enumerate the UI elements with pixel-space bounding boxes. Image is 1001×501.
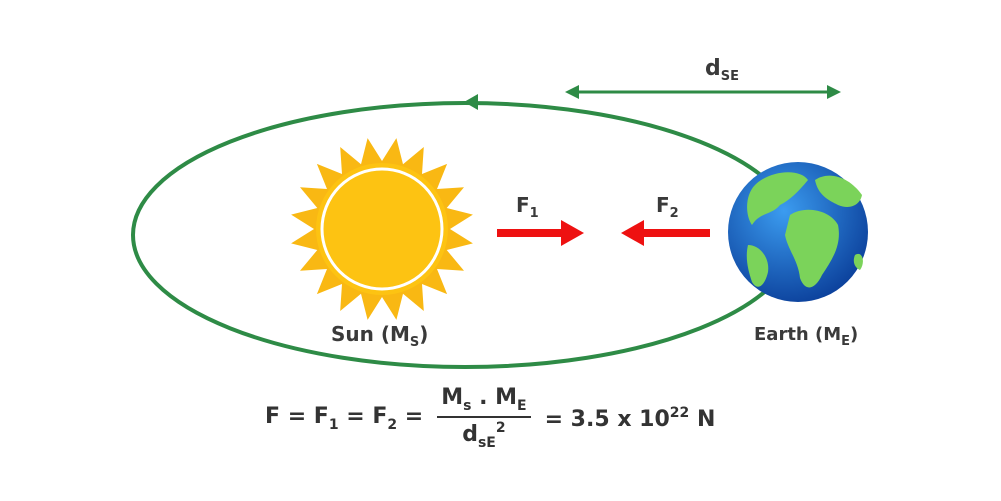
distance-arrow bbox=[565, 85, 841, 99]
formula-f: F = F bbox=[265, 403, 329, 429]
formula-eq: = bbox=[397, 403, 424, 429]
sun-icon bbox=[291, 138, 473, 320]
distance-label-main: d bbox=[705, 56, 721, 81]
num-dot-m: . M bbox=[471, 385, 518, 410]
formula-f2-sub: 2 bbox=[387, 416, 398, 433]
earth-label: Earth (ME) bbox=[754, 324, 858, 349]
distance-label: dSE bbox=[705, 56, 739, 84]
sun-ring bbox=[320, 167, 444, 291]
formula-f2: = F bbox=[338, 403, 388, 429]
num-s: s bbox=[463, 398, 472, 414]
distance-label-sub: SE bbox=[720, 69, 739, 84]
num-e: E bbox=[517, 398, 527, 414]
result-exponent: 22 bbox=[669, 404, 690, 421]
f1-label: F1 bbox=[516, 193, 539, 221]
force-arrow-f2 bbox=[621, 220, 710, 246]
earth-icon bbox=[728, 162, 868, 302]
den-d: d bbox=[462, 422, 478, 447]
formula-numerator: Ms . ME bbox=[437, 385, 531, 418]
sun-label: Sun (MS) bbox=[331, 322, 428, 350]
f2-sub: 2 bbox=[669, 206, 679, 221]
result-value: = 3.5 x 10 bbox=[544, 406, 670, 432]
formula-result: = 3.5 x 1022 N bbox=[545, 405, 716, 432]
gravitation-formula: F = F1 = F2 = Ms . ME dsE2 = 3.5 x 1022 … bbox=[265, 385, 715, 451]
orbit-direction-arrow-icon bbox=[464, 94, 478, 110]
earth-label-main: Earth (M bbox=[754, 324, 842, 345]
sun-label-sub: S bbox=[409, 335, 420, 350]
formula-f1-sub: 1 bbox=[328, 416, 339, 433]
formula-denominator: dsE2 bbox=[462, 418, 505, 451]
result-unit: N bbox=[689, 406, 716, 432]
f1-main: F bbox=[516, 193, 530, 217]
formula-lhs: F = F1 = F2 = bbox=[265, 404, 423, 433]
sun-label-main: Sun (M bbox=[331, 322, 410, 346]
f2-label: F2 bbox=[656, 193, 679, 221]
earth-label-sub: E bbox=[841, 334, 851, 349]
sun-label-close: ) bbox=[419, 322, 429, 346]
f1-sub: 1 bbox=[529, 206, 539, 221]
force-arrow-f1 bbox=[497, 220, 584, 246]
den-sup: 2 bbox=[495, 420, 506, 436]
f2-main: F bbox=[656, 193, 670, 217]
sun-disc bbox=[316, 163, 448, 295]
formula-fraction: Ms . ME dsE2 bbox=[437, 385, 531, 451]
num-m: M bbox=[441, 385, 464, 410]
earth-label-close: ) bbox=[850, 324, 859, 345]
den-sub: sE bbox=[477, 435, 496, 451]
